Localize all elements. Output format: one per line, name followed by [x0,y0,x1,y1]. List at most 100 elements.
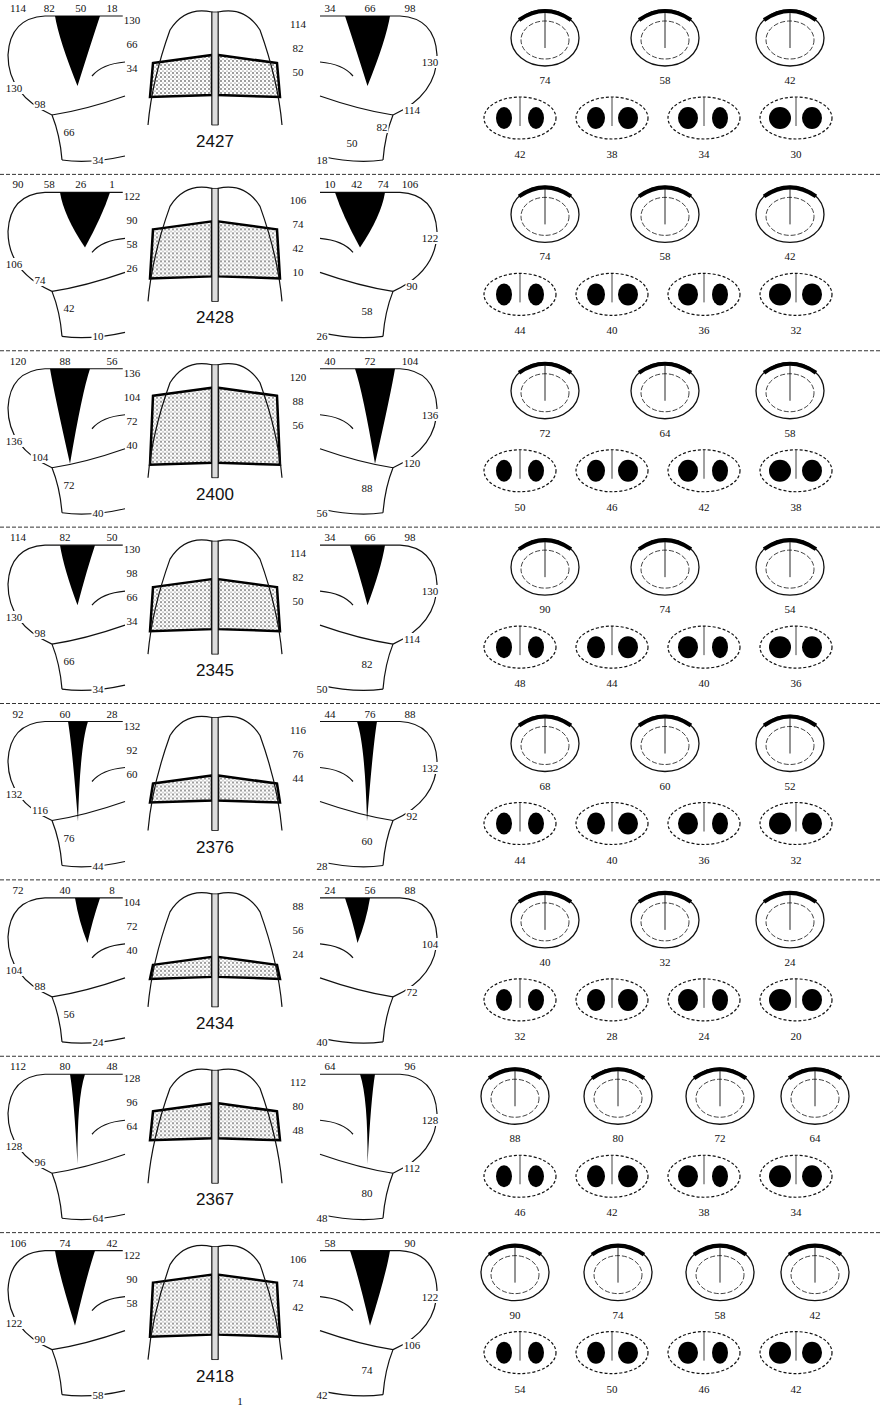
lesion-area [587,1165,605,1187]
lesion-area [802,283,822,305]
coordinate-number: 66 [364,531,377,543]
coordinate-number: 106 [5,258,24,270]
hemisphere-outline [218,187,282,301]
lesion-area [496,460,512,482]
coordinate-number: 82 [292,42,305,54]
coordinate-number: 60 [361,835,374,847]
brain-outline [320,545,437,689]
coordinate-number: 136 [5,435,24,447]
striatal-section [576,979,648,1021]
coordinate-number: 34 [126,615,139,627]
midline [612,803,613,832]
midline [815,1245,816,1283]
midline [545,10,546,48]
hemisphere-outline [218,11,282,125]
coordinate-number: 72 [714,1132,727,1144]
lesion-area [68,722,88,822]
lesion-area [519,187,571,196]
case-number: 2376 [195,839,235,857]
coordinate-number: 90 [126,214,139,226]
section-outline [668,979,740,1021]
coordinate-number: 44 [514,854,527,866]
brain-outline [8,722,125,866]
section-outline [756,892,824,948]
sulcus-line [320,238,353,252]
lesion-area [639,540,691,549]
coordinate-number: 18 [106,2,119,14]
striatal-section [484,273,556,315]
coordinate-number: 72 [539,427,552,439]
sulcus-line [92,944,125,958]
hemisphere-outline [218,1069,282,1183]
coordinate-number: 40 [59,884,72,896]
case-row [0,174,880,337]
lesion-area [764,540,816,549]
coordinate-number: 60 [59,708,72,720]
lesion-area [769,107,791,129]
right-lateral-view [320,1074,437,1219]
section-outline [511,10,579,66]
midline [545,363,546,401]
coronal-section [756,539,824,595]
striatal-section [576,273,648,315]
row-separator [0,527,880,528]
lesion-area [519,540,571,549]
hemisphere-outline [148,540,212,654]
coordinate-number: 98 [126,567,139,579]
coordinate-number: 80 [612,1132,625,1144]
coordinate-number: 42 [350,178,363,190]
coordinate-number: 74 [377,178,390,190]
coordinate-number: 96 [404,1060,417,1072]
midline [545,716,546,754]
coronal-section [481,1245,549,1301]
section-outline [668,1332,740,1374]
lesion-area [592,1069,644,1078]
lesion-area [618,107,638,129]
lesion-area [218,776,280,803]
sylvian-fissure [52,978,125,997]
left-lateral-view [8,722,125,867]
lesion-area [519,717,571,726]
lesion-area [150,388,212,465]
section-outline [484,97,556,139]
coordinate-number: 64 [126,1120,139,1132]
lesion-area [769,636,791,658]
midline [796,979,797,1008]
coordinate-number: 34 [324,2,337,14]
lesion-area [712,283,728,305]
coordinate-number: 48 [316,1212,329,1224]
coordinate-number: 42 [63,302,76,314]
coordinate-number: 50 [292,66,305,78]
section-outline [686,1245,754,1301]
coordinate-number: 66 [364,2,377,14]
section-outline [760,1332,832,1374]
coordinate-number: 130 [5,611,24,623]
case-number: 2427 [195,133,235,151]
lesion-area [55,1251,95,1326]
coordinate-number: 42 [606,1206,619,1218]
hemisphere-outline [148,11,212,125]
dorsal-view [148,187,282,301]
striatal-section [576,450,648,492]
coordinate-number: 88 [404,708,417,720]
coordinate-number: 106 [9,1237,28,1249]
coronal-section [511,716,579,772]
midline [796,1332,797,1361]
brain-outline [8,1251,125,1395]
left-lateral-view [8,545,125,690]
midline-gap [212,894,218,1007]
coordinate-number: 116 [31,804,49,816]
sylvian-fissure [320,1154,393,1173]
lesion-area [712,636,728,658]
section-outline [484,1155,556,1197]
striatal-section [760,803,832,845]
coordinate-number: 130 [123,14,142,26]
lesion-area [764,11,816,20]
lesion-area [618,283,638,305]
lesion-area [712,1342,728,1364]
striatal-section [668,450,740,492]
lesion-area [150,221,212,278]
coordinate-number: 132 [5,788,24,800]
coordinate-number: 40 [606,854,619,866]
midline [612,979,613,1008]
